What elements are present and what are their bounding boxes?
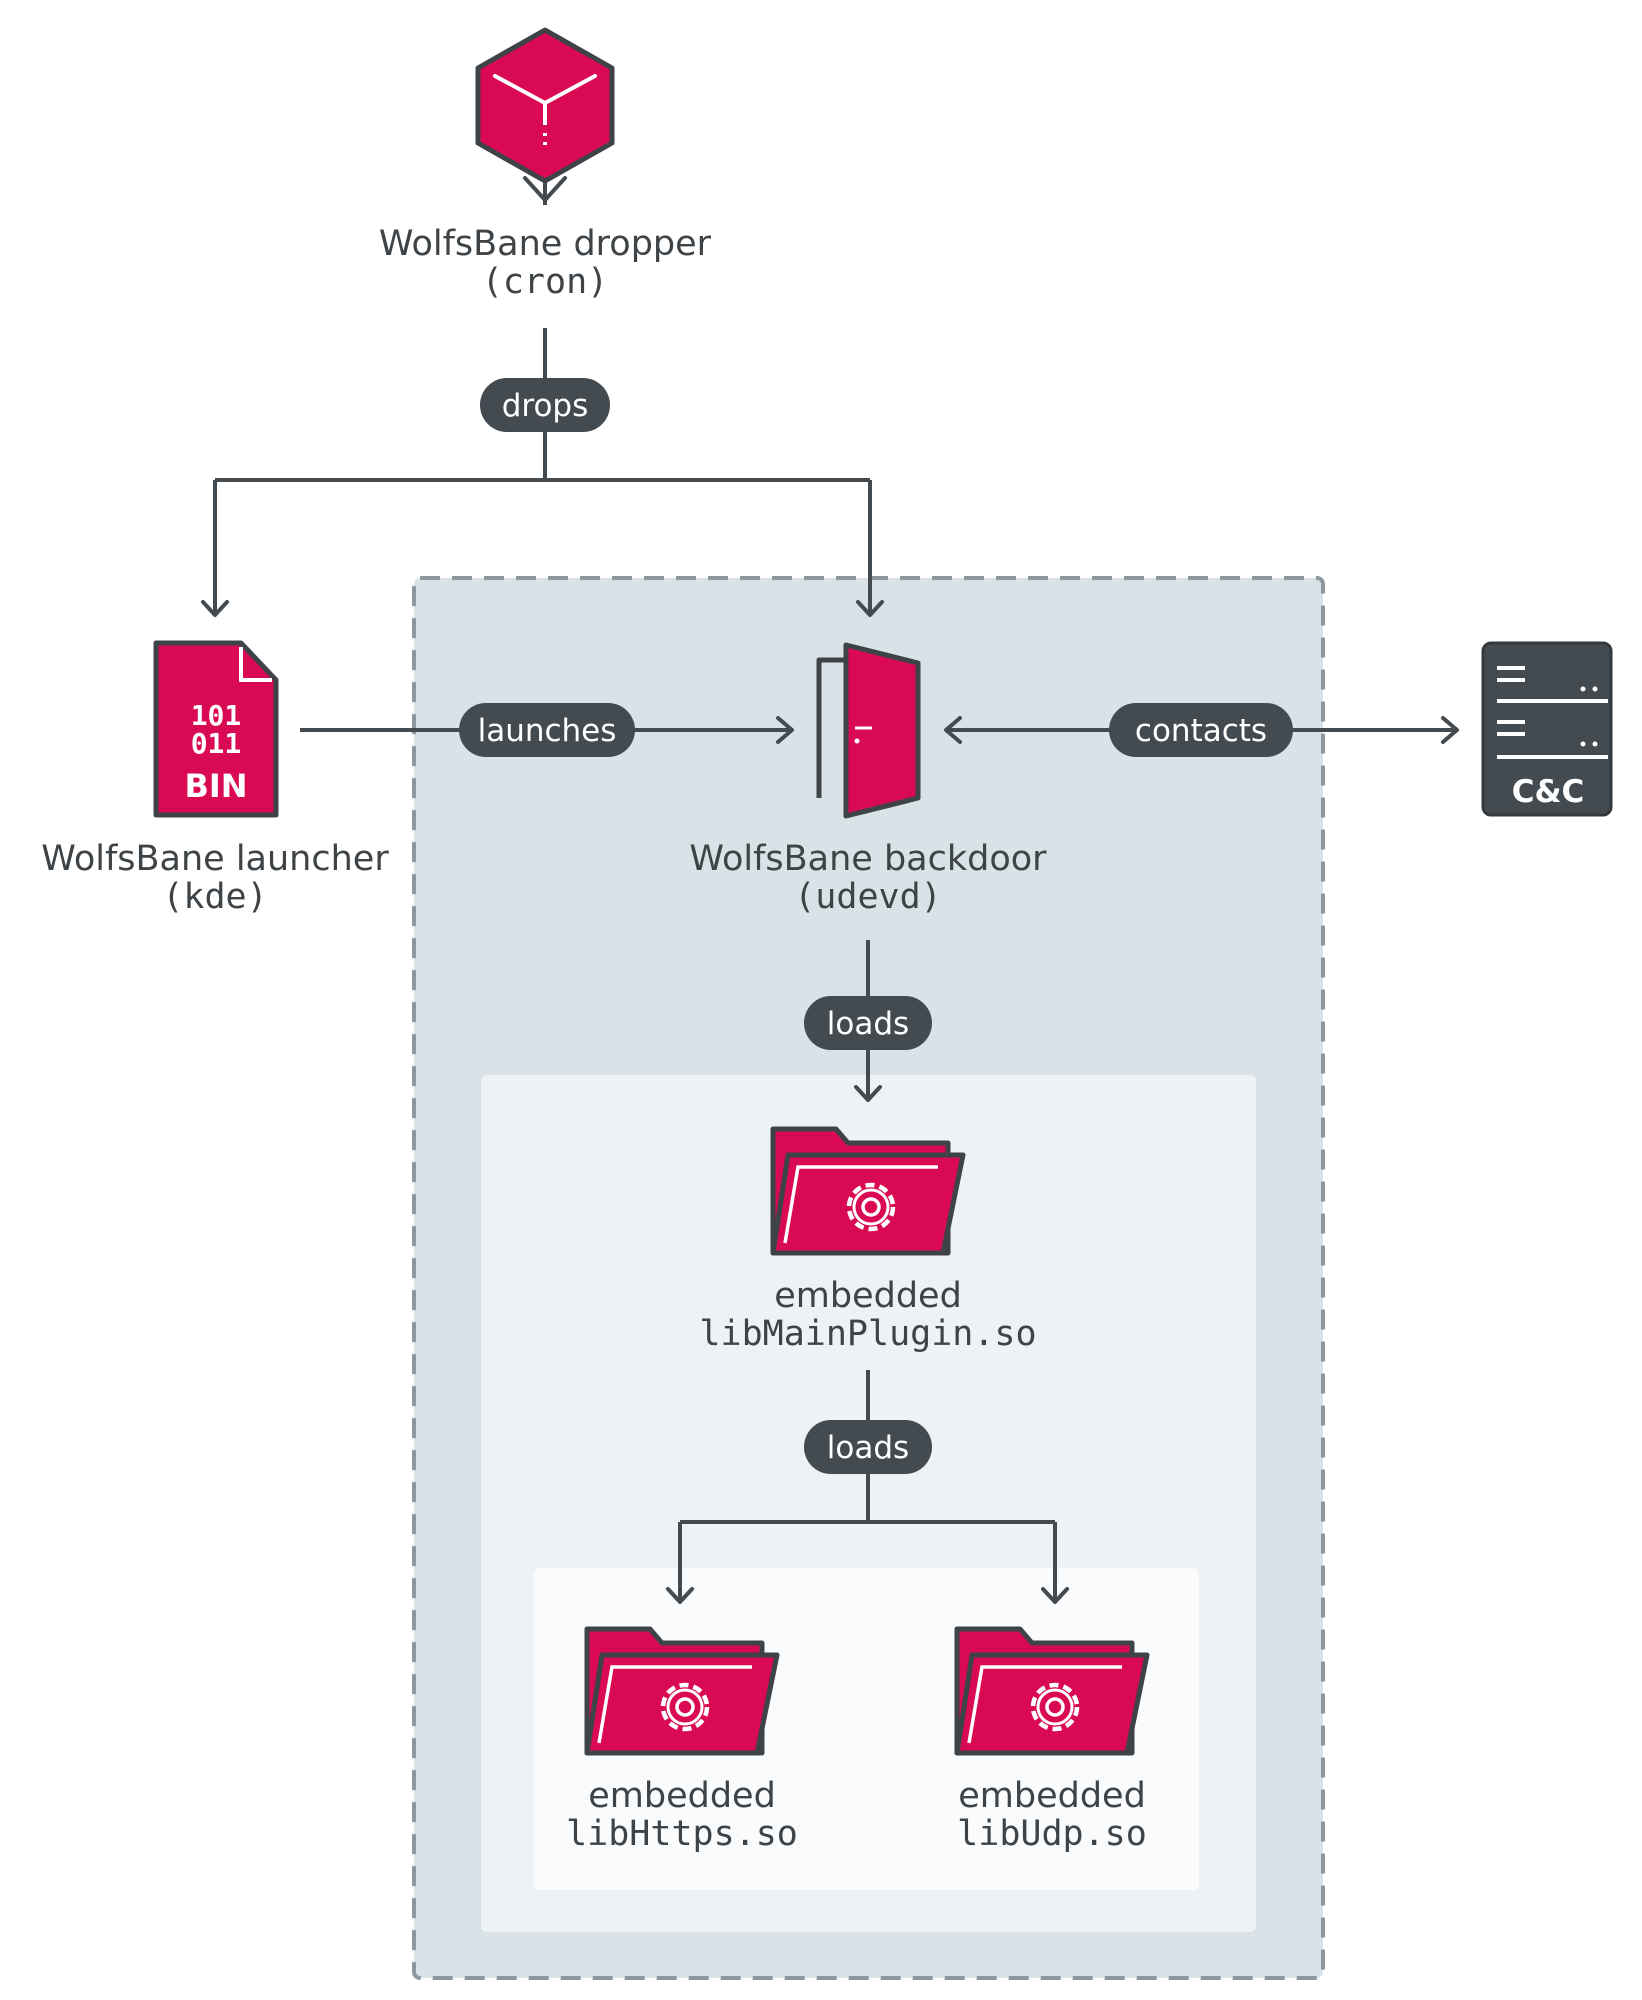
loads-pill-1: loads xyxy=(804,996,932,1050)
https-plugin-name: libHttps.so xyxy=(566,1814,798,1854)
svg-text:launches: launches xyxy=(478,713,617,749)
arrowheads xyxy=(201,176,1459,1604)
svg-text:contacts: contacts xyxy=(1135,713,1267,749)
svg-text:C&C: C&C xyxy=(1512,774,1585,810)
dropper-name: WolfsBane dropper xyxy=(379,224,712,264)
launcher-process: (kde) xyxy=(162,877,267,917)
svg-text:loads: loads xyxy=(827,1430,909,1466)
door-icon xyxy=(816,642,921,819)
svg-text:101: 101 xyxy=(191,699,242,732)
launches-pill: launches xyxy=(459,703,635,757)
svg-text:011: 011 xyxy=(191,727,242,760)
backdoor-process: (udevd) xyxy=(794,877,942,917)
gear-folder-icon xyxy=(584,1626,780,1756)
udp-plugin-name: libUdp.so xyxy=(957,1814,1147,1854)
dropper-process: (cron) xyxy=(482,262,608,302)
gear-folder-icon xyxy=(954,1626,1150,1756)
backdoor-name: WolfsBane backdoor xyxy=(689,839,1047,879)
svg-text:BIN: BIN xyxy=(184,767,247,805)
udp-plugin-line1: embedded xyxy=(958,1776,1146,1816)
drops-pill: drops xyxy=(480,378,610,432)
gear-folder-icon xyxy=(770,1126,966,1256)
main-plugin-name: libMainPlugin.so xyxy=(699,1314,1036,1354)
loads-pill-2: loads xyxy=(804,1420,932,1474)
svg-text:loads: loads xyxy=(827,1006,909,1042)
contacts-pill: contacts xyxy=(1109,703,1293,757)
main-plugin-line1: embedded xyxy=(774,1276,962,1316)
https-plugin-line1: embedded xyxy=(588,1776,776,1816)
launcher-name: WolfsBane launcher xyxy=(41,839,389,879)
cube-icon xyxy=(475,27,615,184)
binary-file-icon: 101 011 BIN xyxy=(153,640,279,818)
server-icon: C&C xyxy=(1481,641,1613,817)
svg-text:drops: drops xyxy=(502,388,589,424)
